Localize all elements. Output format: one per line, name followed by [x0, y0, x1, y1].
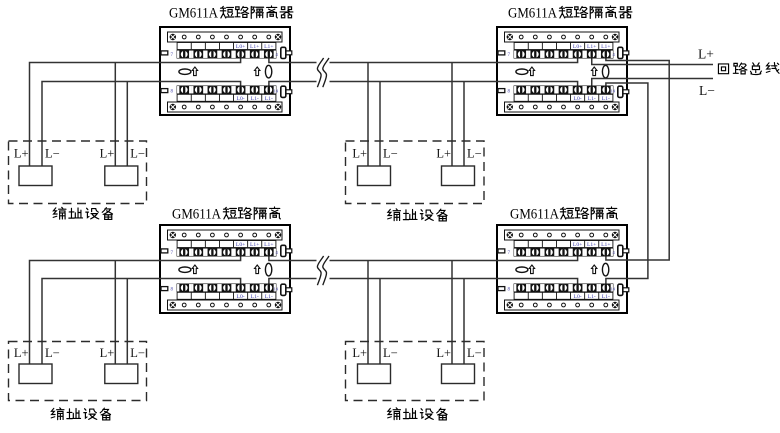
svg-text:GM611A: GM611A	[172, 207, 221, 223]
svg-text:GM611A: GM611A	[508, 6, 557, 22]
svg-text:L−: L−	[467, 346, 482, 360]
svg-text:L−: L−	[383, 346, 398, 360]
svg-text:GM611A: GM611A	[169, 6, 218, 22]
svg-text:L−: L−	[45, 346, 60, 360]
svg-text:L+: L+	[100, 147, 115, 161]
svg-text:L−: L−	[45, 147, 60, 161]
svg-text:L−: L−	[467, 147, 482, 161]
svg-text:L+: L+	[436, 346, 451, 360]
svg-text:GM611A: GM611A	[510, 207, 559, 223]
svg-text:L+: L+	[436, 147, 451, 161]
svg-text:L+: L+	[352, 346, 367, 360]
svg-text:L−: L−	[130, 346, 145, 360]
svg-text:L−: L−	[383, 147, 398, 161]
svg-text:L+: L+	[698, 47, 714, 62]
svg-text:L+: L+	[352, 147, 367, 161]
svg-text:L−: L−	[699, 83, 715, 98]
svg-text:L+: L+	[14, 346, 29, 360]
svg-text:L−: L−	[130, 147, 145, 161]
svg-text:L+: L+	[14, 147, 29, 161]
svg-text:L+: L+	[100, 346, 115, 360]
